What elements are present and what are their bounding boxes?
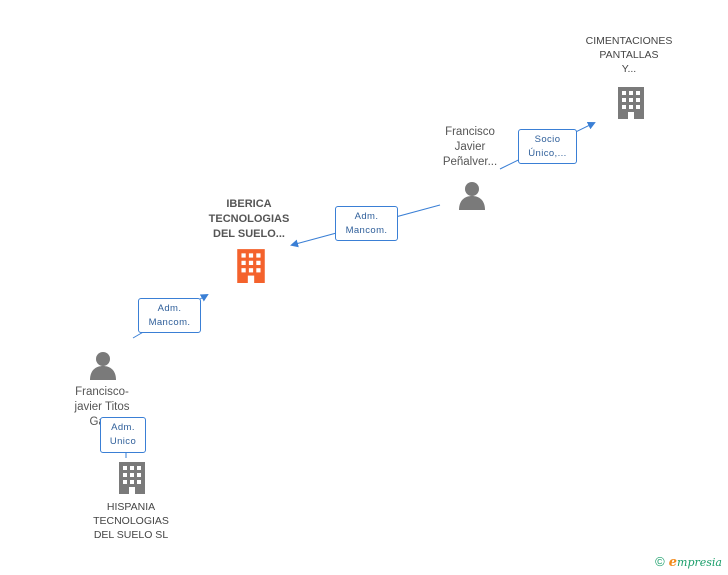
edge-label-line: Adm. — [354, 211, 379, 222]
node-label-line: javier Titos — [74, 401, 130, 413]
copyright-icon: © — [655, 554, 665, 569]
edge-label-line: Socio — [534, 134, 561, 145]
brand-name: mpresia — [677, 556, 722, 569]
node-label-hispania[interactable]: HISPANIA TECNOLOGIAS DEL SUELO SL — [72, 500, 190, 542]
edge-label-line: Unico — [109, 436, 137, 447]
edge-label-line: Mancom. — [148, 317, 191, 328]
edge-label-line: Mancom. — [345, 225, 388, 236]
node-label-line: Javier — [454, 141, 486, 153]
brand-initial: e — [668, 555, 678, 570]
building-icon[interactable] — [615, 85, 647, 119]
edge-label-socio[interactable]: Socio Único,... — [518, 129, 577, 164]
building-icon[interactable] — [234, 247, 268, 283]
node-label-line: Francisco- — [75, 386, 129, 398]
node-label-line: TECNOLOGIAS — [208, 213, 290, 225]
node-label-line: HISPANIA — [106, 501, 156, 513]
person-icon[interactable] — [88, 350, 118, 380]
node-label-line: Francisco — [445, 126, 495, 138]
building-icon[interactable] — [116, 460, 148, 494]
node-label-line: CIMENTACIONES — [585, 35, 673, 47]
edge-label-line: Adm. — [157, 303, 182, 314]
node-label-cimentaciones[interactable]: CIMENTACIONES PANTALLAS Y... — [570, 34, 688, 76]
edge-label-adm-unico[interactable]: Adm. Unico — [100, 417, 146, 453]
edge-label-adm-mancom-2[interactable]: Adm. Mancom. — [138, 298, 201, 333]
node-label-line: Peñalver... — [442, 156, 498, 168]
node-label-line: DEL SUELO... — [213, 228, 285, 240]
brand-logo: ©empresia — [655, 554, 722, 570]
edge-label-line: Adm. — [111, 422, 135, 433]
node-label-line: Y... — [621, 63, 637, 75]
node-label-line: TECNOLOGIAS — [93, 515, 169, 527]
edge-label-line: Único,... — [528, 148, 567, 159]
node-label-francisco-javier[interactable]: Francisco Javier Peñalver... — [420, 125, 520, 170]
node-label-line: IBERICA — [226, 198, 272, 210]
edge-label-adm-mancom-1[interactable]: Adm. Mancom. — [335, 206, 398, 241]
person-icon[interactable] — [457, 180, 487, 210]
node-label-line: PANTALLAS — [599, 49, 659, 61]
node-label-line: DEL SUELO SL — [93, 529, 169, 541]
node-label-iberica[interactable]: IBERICA TECNOLOGIAS DEL SUELO... — [190, 197, 308, 242]
